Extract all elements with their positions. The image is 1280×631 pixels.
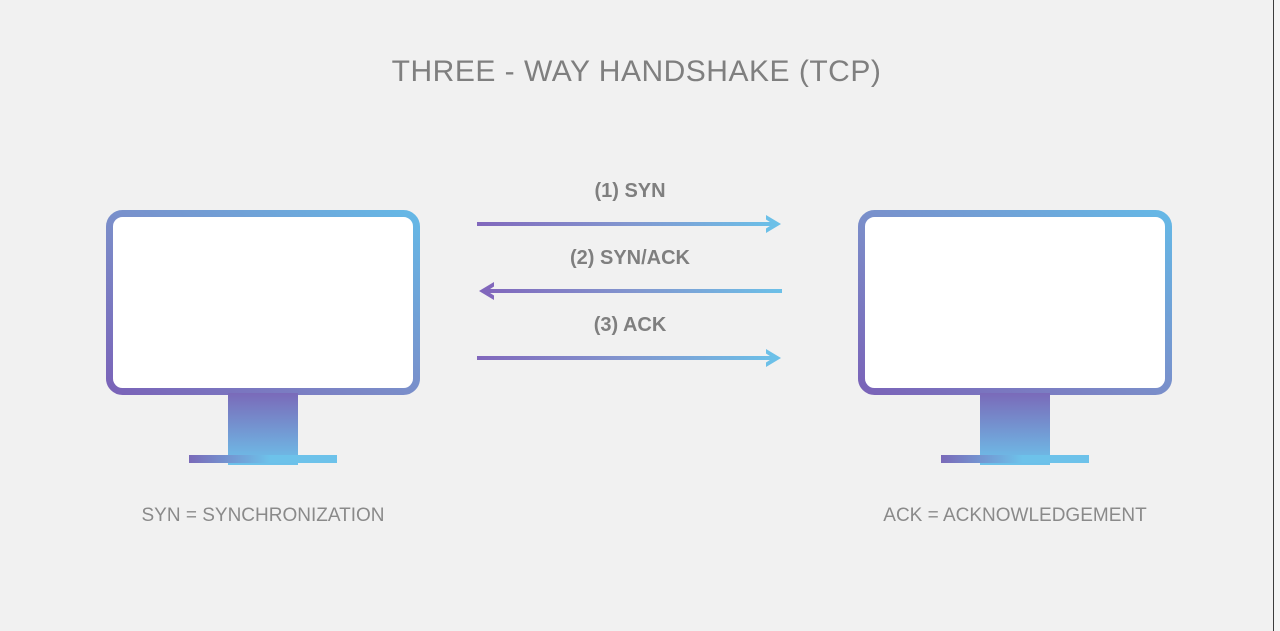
message-label-2: (2) SYN/ACK [569, 247, 690, 269]
message-label-1: (1) SYN [594, 180, 666, 202]
monitor-icon [858, 210, 1172, 465]
node-server: ACK = ACKNOWLEDGEMENT [858, 210, 1172, 530]
arrow-right-icon [477, 349, 781, 367]
node-client: SYN = SYNCHRONIZATION [106, 210, 420, 530]
arrow-left-icon [479, 282, 782, 300]
arrow-right-icon [477, 215, 781, 233]
monitor-screen [106, 210, 420, 395]
monitor-neck [228, 393, 298, 465]
monitor-screen [858, 210, 1172, 395]
monitor-neck [980, 393, 1050, 465]
node-caption-client: SYN = SYNCHRONIZATION [141, 505, 385, 526]
slide-edge-strip [1273, 0, 1280, 631]
page-title: THREE - WAY HANDSHAKE (TCP) [391, 55, 882, 88]
monitor-base [941, 455, 1089, 463]
monitor-base [189, 455, 337, 463]
monitor-icon [106, 210, 420, 465]
message-step-1: (1) SYN [470, 180, 790, 242]
handshake-message-list: (1) SYN (2) SYN/ACK [470, 180, 790, 385]
message-step-2: (2) SYN/ACK [470, 247, 790, 309]
message-step-3: (3) ACK [470, 314, 790, 376]
message-label-3: (3) ACK [593, 314, 667, 336]
node-caption-server: ACK = ACKNOWLEDGEMENT [883, 505, 1147, 526]
